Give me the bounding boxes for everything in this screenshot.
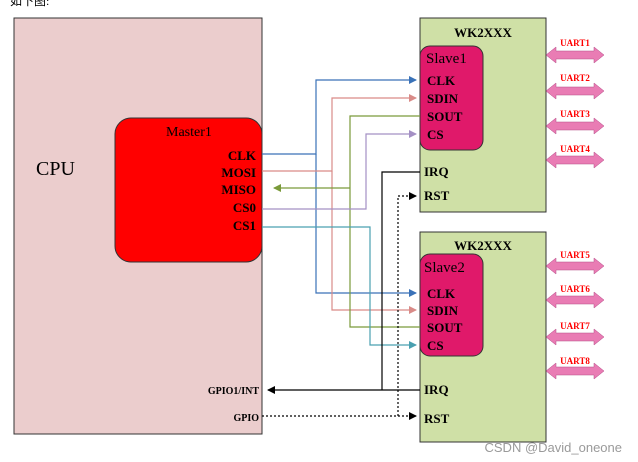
slave2-label: Slave2 [424,260,465,276]
uart6-label: UART6 [560,284,590,294]
slave2-pin-sout: SOUT [427,320,463,335]
uart5-label: UART5 [560,250,590,260]
slave1-pin-clk: CLK [427,73,456,88]
uart2-label: UART2 [560,73,590,83]
master-pin-cs1: CS1 [233,218,256,233]
slave1-pin-sdin: SDIN [427,91,459,106]
chip1-pin-irq: IRQ [424,164,449,179]
chip2-pin-irq: IRQ [424,382,449,397]
slave2-block [419,253,484,357]
uart8-label: UART8 [560,356,590,366]
uart-arrow-7: UART7 [545,321,605,346]
master-pin-mosi: MOSI [221,165,256,180]
slave1-label: Slave1 [426,51,467,67]
wire-rst [262,192,417,420]
uart3-label: UART3 [560,109,590,119]
slave2-pin-cs: CS [427,338,444,353]
chip2-pin-rst: RST [424,411,450,426]
uart-arrow-5: UART5 [545,250,605,275]
slave2-pin-clk: CLK [427,286,456,301]
master-label: Master1 [166,125,212,140]
slave1-block [419,45,484,151]
master-pin-cs0: CS0 [233,200,256,215]
uart-arrow-6: UART6 [545,284,605,309]
uart-arrow-2: UART2 [545,73,605,100]
slave1-pin-sout: SOUT [427,109,463,124]
chip1-pin-rst: RST [424,188,450,203]
slave1-pin-cs: CS [427,127,444,142]
watermark: CSDN @David_oneone [485,440,623,455]
wire-mosi [262,94,417,314]
uart7-label: UART7 [560,321,590,331]
uart-arrow-1: UART1 [545,38,605,64]
slave2-pin-sdin: SDIN [427,303,459,318]
chip1-label: WK2XXX [454,25,512,40]
wire-cs0 [262,130,417,210]
uart4-label: UART4 [560,144,590,154]
uart-arrow-3: UART3 [545,109,605,135]
uart-arrow-8: UART8 [545,356,605,380]
cpu-label: CPU [36,158,75,180]
uart1-label: UART1 [560,38,590,48]
wire-irq [267,171,420,394]
master-pin-miso: MISO [221,182,256,197]
wire-miso [273,115,420,328]
master-block [114,117,263,263]
gpio-label: GPIO [233,413,259,424]
caption-fragment: 如下图: [10,0,49,8]
chip2-label: WK2XXX [454,238,512,253]
wire-cs1 [262,226,417,349]
uart-arrow-4: UART4 [545,144,605,169]
wire-clk [262,76,417,297]
master-pin-clk: CLK [228,148,257,163]
gpio1-int-label: GPIO1/INT [208,386,259,397]
